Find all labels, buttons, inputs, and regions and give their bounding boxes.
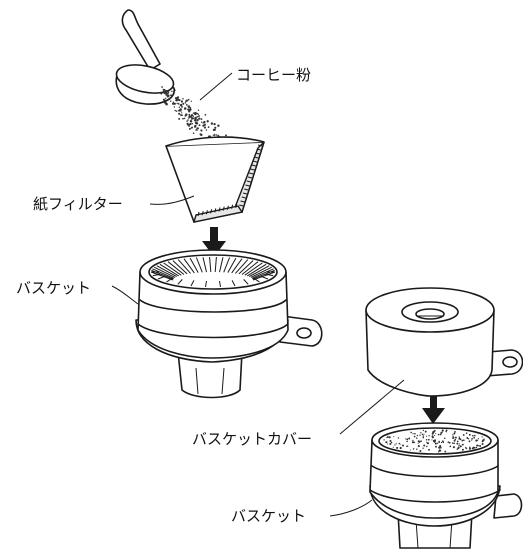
label-basket-bottom: バスケット [231,507,307,525]
paper-filter-icon [165,136,265,223]
leader-lines [111,72,405,517]
filter-crimp-marks [197,144,263,217]
label-basket-cover: バスケットカバー [192,430,313,448]
filter-pleats [150,256,276,287]
basket-icon [135,249,323,399]
basket-cover-icon [365,287,523,397]
down-arrow-icon [422,396,445,424]
label-basket-top: バスケット [16,279,92,297]
basket-icon [369,422,523,549]
down-arrow-icon [202,227,226,257]
measuring-scoop-icon [115,9,175,105]
coffee-grounds-in-basket [383,429,485,453]
label-paper-filter: 紙フィルター [33,195,123,213]
label-coffee-powder: コーヒー粉 [236,66,312,84]
